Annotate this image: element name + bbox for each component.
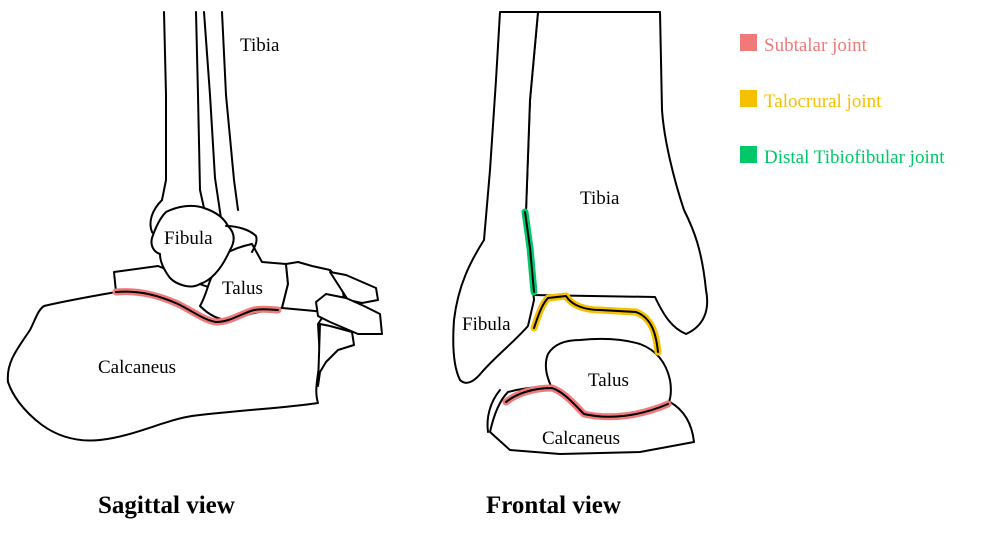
frontal-view: Tibia Fibula Talus Calcaneus Frontal vie… [452, 11, 709, 519]
sagittal-fibula-shaft-right [195, 11, 205, 209]
sagittal-fibula-shaft-left [161, 11, 167, 201]
sagittal-tibia-label: Tibia [240, 35, 280, 56]
sagittal-calcaneus-label: Calcaneus [98, 357, 176, 378]
frontal-fibula-label: Fibula [462, 314, 511, 335]
legend-swatch-talocrural [740, 90, 757, 107]
sagittal-cuboid-bone [317, 323, 355, 387]
sagittal-tibia-shaft-left [203, 11, 223, 226]
sagittal-view: Tibia Fibula Talus Calcaneus Sagittal vi… [6, 11, 383, 519]
legend: Subtalar joint Talocrural joint Distal T… [740, 34, 945, 168]
legend-label-distal-tibiofibular: Distal Tibiofibular joint [764, 147, 945, 168]
frontal-tibia-bone [525, 11, 709, 335]
frontal-fibula-bone [452, 11, 539, 384]
frontal-subtalar-joint [502, 384, 672, 421]
frontal-talocrural-line [533, 295, 659, 353]
sagittal-fibula-malleolus [150, 204, 235, 288]
frontal-talus-label: Talus [588, 370, 629, 391]
sagittal-subtalar-joint [112, 288, 282, 326]
frontal-tibia-label: Tibia [580, 188, 620, 209]
frontal-talocrural-joint [530, 292, 662, 356]
sagittal-subtalar-line [115, 290, 279, 323]
sagittal-cuneiform-front [315, 293, 383, 335]
legend-label-talocrural: Talocrural joint [764, 91, 882, 112]
legend-item-distal-tibiofibular: Distal Tibiofibular joint [740, 146, 945, 168]
legend-item-talocrural: Talocrural joint [740, 90, 882, 112]
sagittal-tibia-anterior-lip [225, 225, 258, 253]
frontal-view-title: Frontal view [486, 492, 621, 519]
frontal-distal-tibiofibular-joint [521, 208, 538, 296]
sagittal-fibula-label: Fibula [164, 228, 213, 249]
frontal-subtalar-line [505, 387, 669, 418]
frontal-calcaneus-posterior-edge [486, 389, 501, 433]
sagittal-tibia-shaft-right [221, 11, 239, 211]
sagittal-talus-label: Talus [222, 278, 263, 299]
legend-swatch-subtalar [740, 34, 757, 51]
frontal-calcaneus-label: Calcaneus [542, 428, 620, 449]
frontal-tibiofibular-line [524, 211, 535, 293]
sagittal-view-title: Sagittal view [98, 492, 235, 519]
legend-label-subtalar: Subtalar joint [764, 35, 868, 56]
legend-swatch-distal-tibiofibular [740, 146, 757, 163]
legend-item-subtalar: Subtalar joint [740, 34, 868, 56]
